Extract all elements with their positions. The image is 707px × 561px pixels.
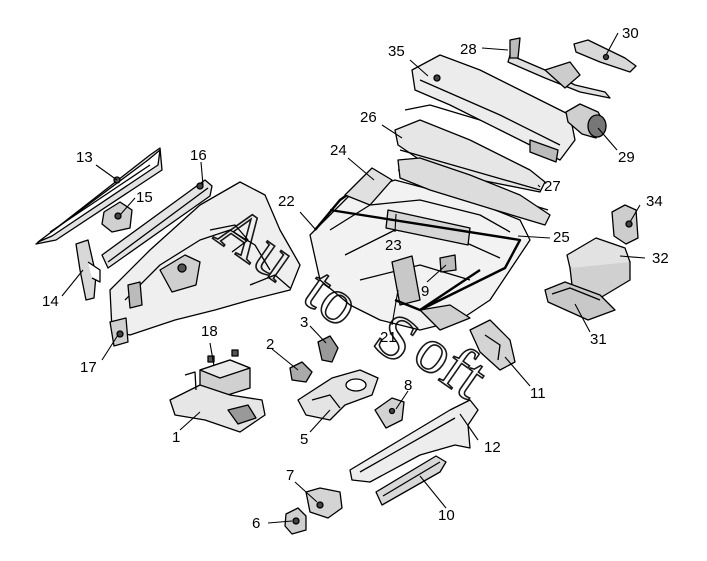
callout-5: 5 xyxy=(300,431,308,448)
callout-14: 14 xyxy=(42,293,59,310)
central-floor-assembly xyxy=(309,174,531,331)
part-14-bracket xyxy=(75,239,101,301)
part-35-upper-panel xyxy=(411,54,576,163)
callout-13: 13 xyxy=(76,149,93,166)
part-16-rail xyxy=(101,179,213,269)
part-12-rail xyxy=(349,399,479,483)
callout-9: 9 xyxy=(421,283,429,300)
part-1-battery-tray xyxy=(169,371,266,433)
callout-11: 11 xyxy=(530,385,546,402)
callout-15: 15 xyxy=(136,189,153,206)
callout-24: 24 xyxy=(330,142,347,159)
part-5-bracket xyxy=(297,369,379,421)
callout-1: 1 xyxy=(172,429,180,446)
part-13-strut-bar xyxy=(35,147,163,245)
callout-17: 17 xyxy=(80,359,97,376)
part-6-plate xyxy=(284,507,307,535)
callout-10: 10 xyxy=(438,507,455,524)
callout-6: 6 xyxy=(252,515,260,532)
callout-28: 28 xyxy=(460,41,477,58)
callout-22: 22 xyxy=(278,193,295,210)
callout-21: 21 xyxy=(380,329,397,346)
part-8-bracket xyxy=(374,397,405,429)
callout-25: 25 xyxy=(553,229,570,246)
callout-27: 27 xyxy=(544,178,561,195)
callout-12: 12 xyxy=(484,439,501,456)
part-31-tray xyxy=(544,281,616,321)
part-7-bracket xyxy=(305,487,343,519)
callout-31: 31 xyxy=(590,331,607,348)
part-2-sensor xyxy=(289,361,313,383)
callout-18: 18 xyxy=(201,323,218,340)
leader-lines xyxy=(61,32,646,524)
part-11-bracket xyxy=(469,319,516,371)
part-24-panel xyxy=(344,167,393,206)
callout-8: 8 xyxy=(404,377,412,394)
part-34-bracket xyxy=(611,204,639,245)
callout-7: 7 xyxy=(286,467,294,484)
callout-35: 35 xyxy=(388,43,405,60)
callout-16: 16 xyxy=(190,147,207,164)
callout-34: 34 xyxy=(646,193,663,210)
callout-30: 30 xyxy=(622,25,639,42)
callout-2: 2 xyxy=(266,336,274,353)
part-30-bar xyxy=(573,39,637,73)
callout-3: 3 xyxy=(300,314,308,331)
callout-29: 29 xyxy=(618,149,635,166)
left-inner-wing-assembly xyxy=(109,181,301,336)
callout-32: 32 xyxy=(652,250,669,267)
part-18-battery xyxy=(199,349,251,399)
part-28-rod xyxy=(507,37,611,99)
part-10-strip xyxy=(375,455,447,506)
part-3-sensor xyxy=(317,335,339,363)
callout-26: 26 xyxy=(360,109,377,126)
callout-numbers: 1 2 3 5 6 7 8 9 10 11 12 13 14 15 16 17 … xyxy=(42,25,669,532)
part-17-bracket xyxy=(109,317,129,347)
callout-23: 23 xyxy=(385,237,402,254)
